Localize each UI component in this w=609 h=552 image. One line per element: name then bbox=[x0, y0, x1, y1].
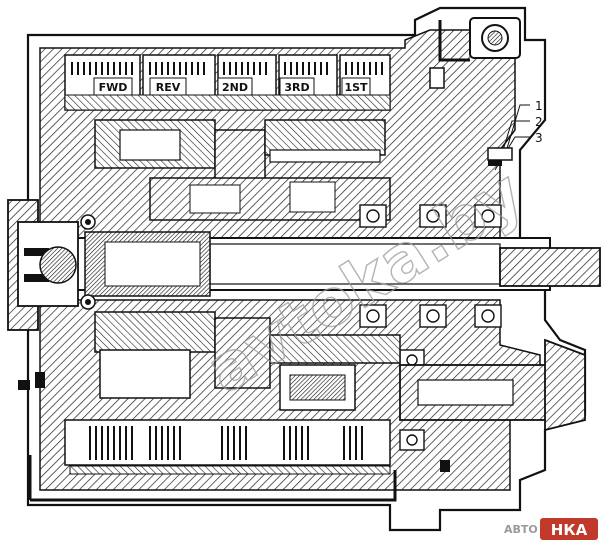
logo-badge: НКА bbox=[551, 521, 588, 539]
lower-clutch-row bbox=[64, 419, 391, 475]
callout-1: 1 bbox=[535, 99, 543, 113]
main-shaft bbox=[59, 231, 601, 297]
pressure-fitting bbox=[429, 17, 521, 89]
logo-prefix: АВТО bbox=[504, 523, 538, 536]
callout-2: 2 bbox=[535, 115, 543, 129]
clutch-label-2nd: 2ND bbox=[222, 81, 248, 94]
upper-gears bbox=[94, 119, 391, 221]
lower-gears bbox=[94, 311, 401, 411]
callouts: 1 2 3 bbox=[487, 99, 543, 171]
bearings bbox=[359, 204, 502, 451]
logo: АВТО НКА bbox=[504, 518, 598, 540]
clutch-label-rev: REV bbox=[156, 81, 181, 94]
clutch-label-fwd: FWD bbox=[99, 81, 128, 94]
callout-3: 3 bbox=[535, 131, 543, 145]
clutch-label-1st: 1ST bbox=[344, 81, 368, 94]
input-flange bbox=[7, 199, 96, 331]
output-yoke bbox=[399, 338, 586, 432]
clutch-labels: FWD REV 2ND 3RD 1ST bbox=[93, 77, 371, 96]
clutch-label-3rd: 3RD bbox=[284, 81, 309, 94]
